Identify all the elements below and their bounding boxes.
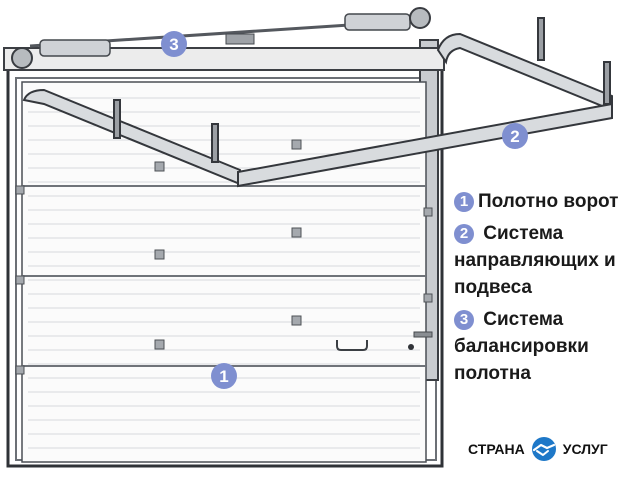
marker-1: 1 — [211, 363, 237, 389]
door-lock — [408, 344, 414, 350]
legend-number: 1 — [454, 192, 474, 212]
legend-item-3: 3 Система балансировки полотна — [454, 306, 636, 387]
legend-number: 2 — [454, 224, 474, 244]
legend-line: 3 Система — [454, 306, 636, 333]
marker-2-number: 2 — [510, 127, 519, 146]
legend-line: направляющих и — [454, 250, 616, 271]
marker-1-number: 1 — [219, 367, 228, 386]
legend-line: подвеса — [454, 277, 533, 298]
door-handle — [336, 340, 368, 351]
handshake-icon — [531, 437, 556, 461]
legend-text: Полотно ворот — [478, 191, 619, 212]
legend-item-2: 2 Система направляющих и подвеса — [454, 220, 636, 301]
balancing-system — [3, 7, 445, 71]
marker-2: 2 — [502, 123, 528, 149]
door-panel — [15, 81, 433, 463]
legend-line: полотна — [454, 363, 531, 384]
logo-right-text: УСЛУГ — [562, 441, 608, 457]
legend-text: Система — [483, 223, 564, 244]
logo-left-text: СТРАНА — [468, 441, 525, 457]
legend-text: Система — [483, 309, 564, 330]
marker-3-number: 3 — [169, 35, 178, 54]
legend-number: 3 — [454, 310, 474, 330]
logo: СТРАНА УСЛУГ — [468, 436, 608, 462]
legend-line: 2 Система — [454, 220, 636, 247]
legend-line: балансировки — [454, 336, 589, 357]
marker-3: 3 — [161, 31, 187, 57]
